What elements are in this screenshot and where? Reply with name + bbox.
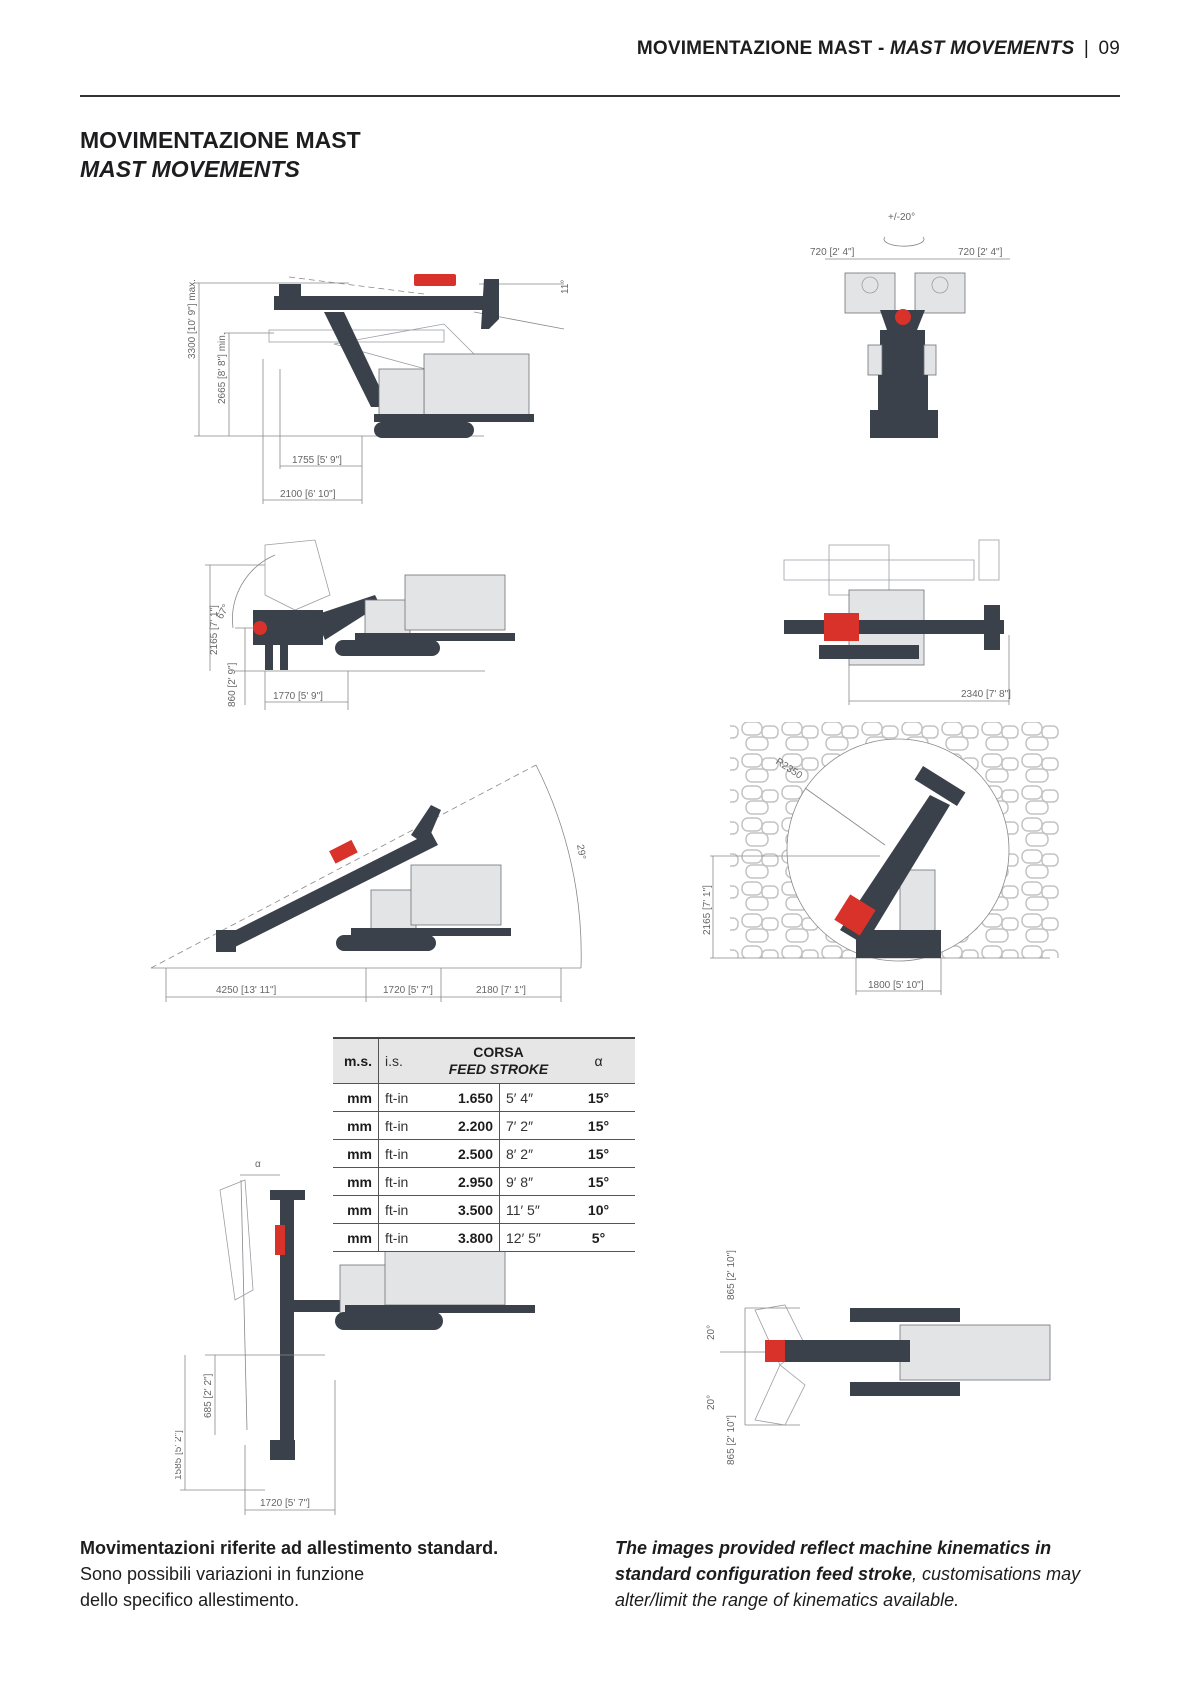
cell-unit-is: ft-in xyxy=(378,1223,435,1252)
cell-stroke-mm: 2.200 xyxy=(435,1111,500,1140)
page-title-en: MAST MOVEMENTS xyxy=(80,156,300,182)
dim-left-720: 720 [2' 4"] xyxy=(810,247,855,258)
dim-height-max: 3300 [10' 9"] max. xyxy=(187,279,198,359)
cell-alpha: 15° xyxy=(562,1083,635,1112)
drawing-side-inclined: 4250 [13' 11"] 1720 [5' 7"] 2180 [7' 1"]… xyxy=(150,764,588,1002)
cell-unit-is: ft-in xyxy=(378,1167,435,1196)
dim-angle-20-bottom: 20° xyxy=(706,1395,717,1410)
dim-alpha: α xyxy=(255,1159,261,1170)
footnote-italian: Movimentazioni riferite ad allestimento … xyxy=(80,1535,498,1613)
drill-head-icon xyxy=(414,274,456,286)
footnote-en-line3: alter/limit the range of kinematics avai… xyxy=(615,1590,960,1610)
dim-1755: 1755 [5' 9"] xyxy=(292,455,342,466)
dim-865-bottom: 865 [2' 10"] xyxy=(726,1415,737,1465)
header-title-en: MAST MOVEMENTS xyxy=(889,38,1075,59)
cell-stroke-ftin: 11′ 5″ xyxy=(499,1195,562,1224)
cell-stroke-mm: 3.800 xyxy=(435,1223,500,1252)
dim-1585: 1585 [5' 2"] xyxy=(175,1430,184,1480)
cell-unit-is: ft-in xyxy=(378,1111,435,1140)
dim-2180: 2180 [7' 1"] xyxy=(476,985,526,996)
col-is: i.s. xyxy=(378,1037,435,1084)
cell-stroke-ftin: 5′ 4″ xyxy=(499,1083,562,1112)
header-title-it: MOVIMENTAZIONE MAST - xyxy=(636,38,885,59)
cell-alpha: 15° xyxy=(562,1139,635,1168)
cell-stroke-mm: 2.500 xyxy=(435,1139,500,1168)
col-ms: m.s. xyxy=(333,1037,379,1084)
cell-alpha: 5° xyxy=(562,1223,635,1252)
cell-stroke-ftin: 8′ 2″ xyxy=(499,1139,562,1168)
cell-stroke-mm: 3.500 xyxy=(435,1195,500,1224)
cell-stroke-ftin: 12′ 5″ xyxy=(499,1223,562,1252)
dim-4250: 4250 [13' 11"] xyxy=(216,985,277,996)
page-number: 09 xyxy=(1098,38,1120,59)
dim-2340: 2340 [7' 8"] xyxy=(961,689,1011,700)
cell-stroke-mm: 1.650 xyxy=(435,1083,500,1112)
dim-685: 685 [2' 2"] xyxy=(203,1373,214,1418)
footnote-it-line2: Sono possibili variazioni in funzione xyxy=(80,1564,365,1584)
cell-unit-ms: mm xyxy=(333,1139,379,1168)
dim-1770: 1770 [5' 9"] xyxy=(273,691,323,702)
cell-unit-is: ft-in xyxy=(378,1195,435,1224)
footnote-en-rest: , customisations may xyxy=(912,1564,1081,1584)
cell-stroke-mm: 2.950 xyxy=(435,1167,500,1196)
cell-alpha: 15° xyxy=(562,1111,635,1140)
dim-1720: 1720 [5' 7"] xyxy=(383,985,433,996)
footnote-english: The images provided reflect machine kine… xyxy=(615,1535,1080,1613)
footnote-en-line1: The images provided reflect machine kine… xyxy=(615,1538,1052,1558)
col-alpha: α xyxy=(562,1037,635,1084)
cell-stroke-ftin: 7′ 2″ xyxy=(499,1111,562,1140)
footnote-en-bold: standard configuration feed stroke xyxy=(615,1564,913,1584)
running-header: MOVIMENTAZIONE MAST - MAST MOVEMENTS | 0… xyxy=(637,38,1120,60)
cell-unit-is: ft-in xyxy=(378,1083,435,1112)
dim-height-2165: 2165 [7' 1"] xyxy=(209,605,220,655)
cell-unit-is: ft-in xyxy=(378,1139,435,1168)
dim-angle-29: 29° xyxy=(574,844,587,861)
cell-unit-ms: mm xyxy=(333,1223,379,1252)
dim-1720: 1720 [5' 7"] xyxy=(260,1498,310,1509)
cell-unit-ms: mm xyxy=(333,1167,379,1196)
dim-height-min: 2665 [8' 8"] min. xyxy=(217,332,228,404)
footnote-it-line3: dello specifico allestimento. xyxy=(80,1590,300,1610)
footnote-it-bold: Movimentazioni riferite ad allestimento … xyxy=(80,1538,499,1558)
cell-stroke-ftin: 9′ 8″ xyxy=(499,1167,562,1196)
dim-right-720: 720 [2' 4"] xyxy=(958,247,1003,258)
drawing-side-raised: 3300 [10' 9"] max. 2665 [8' 8"] min. 175… xyxy=(187,274,571,504)
page-title: MOVIMENTAZIONE MAST MAST MOVEMENTS xyxy=(80,126,361,184)
drawing-top-rotated: 865 [2' 10"] 20° 20° 865 [2' 10"] xyxy=(706,1250,1051,1465)
col-corsa-label: CORSA xyxy=(473,1044,524,1060)
drawing-tunnel: R2350 2165 [7' 1"] 1800 [5' 10"] xyxy=(702,722,1060,995)
dim-angle-11: 11° xyxy=(560,280,571,294)
dim-1800: 1800 [5' 10"] xyxy=(868,980,924,991)
header-separator: | xyxy=(1083,38,1089,59)
cell-unit-ms: mm xyxy=(333,1083,379,1112)
cell-unit-ms: mm xyxy=(333,1195,379,1224)
dim-angle-20-top: 20° xyxy=(706,1325,717,1340)
dim-height-2165: 2165 [7' 1"] xyxy=(702,885,713,935)
col-feed-stroke-label: FEED STROKE xyxy=(448,1061,549,1077)
page-title-it: MOVIMENTAZIONE MAST xyxy=(80,127,361,153)
drawing-front-swing: +/-20° 720 [2' 4"] 720 [2' 4"] xyxy=(810,212,1010,438)
drawing-side-lowered: 67° 2165 [7' 1"] 860 [2' 9"] 1770 [5' 9"… xyxy=(205,539,515,710)
dim-2100: 2100 [6' 10"] xyxy=(280,489,336,500)
dim-swing-angle: +/-20° xyxy=(888,212,915,223)
cell-alpha: 10° xyxy=(562,1195,635,1224)
header-rule xyxy=(80,95,1120,97)
drawing-top-extended: 2340 [7' 8"] xyxy=(783,539,1011,705)
cell-alpha: 15° xyxy=(562,1167,635,1196)
dim-865-top: 865 [2' 10"] xyxy=(726,1250,737,1300)
cell-unit-ms: mm xyxy=(333,1111,379,1140)
dim-860: 860 [2' 9"] xyxy=(227,662,238,707)
col-feed-stroke: CORSA FEED STROKE xyxy=(435,1037,562,1084)
table-header-row: m.s. i.s. CORSA FEED STROKE α xyxy=(333,1037,635,1084)
